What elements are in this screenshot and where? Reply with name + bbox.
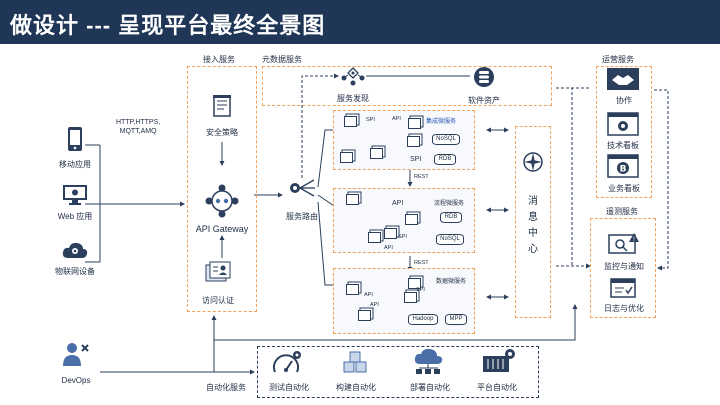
telemetry-section-title: 遥测服务 — [606, 207, 638, 216]
svg-text:B: B — [620, 165, 627, 175]
integration-rdb-db: RDB — [434, 154, 456, 165]
data-service-title: 数据微服务 — [436, 279, 467, 285]
rest-label-bottom: REST — [414, 260, 429, 266]
logs-icon — [610, 278, 636, 298]
data-spi-label: SPI — [416, 287, 425, 293]
build-automation-label: 构建自动化 — [336, 383, 376, 392]
test-automation-icon — [272, 350, 302, 376]
integration-spi-label: SPI — [366, 117, 375, 123]
business-board-icon: B — [607, 154, 639, 178]
platform-automation-label: 平台自动化 — [477, 383, 517, 392]
integration-component-cube — [370, 148, 383, 159]
mobile-phone-icon — [67, 126, 83, 152]
web-app-label: Web 应用 — [57, 212, 93, 221]
message-center-char: 心 — [528, 244, 538, 255]
service-routing-label: 服务路由 — [286, 212, 318, 221]
operations-services-box — [596, 66, 652, 198]
process-component-cube — [405, 214, 418, 225]
integration-component-cube — [408, 118, 421, 129]
data-api-label-2: API — [370, 302, 379, 308]
mobile-app-label: 移动应用 — [59, 160, 91, 169]
deploy-automation-icon — [414, 348, 446, 376]
deploy-automation-label: 部署自动化 — [410, 383, 450, 392]
integration-nosql-db: NoSQL — [432, 134, 460, 145]
metadata-section-title: 元数据服务 — [262, 55, 302, 64]
integration-component-cube — [344, 116, 357, 127]
api-gateway-label: API Gateway — [195, 224, 249, 234]
platform-automation-icon — [482, 348, 516, 374]
devops-label: DevOps — [61, 376, 91, 385]
process-api-label: API — [392, 200, 404, 207]
security-policy-label: 安全策略 — [206, 128, 238, 137]
automation-section-title: 自动化服务 — [206, 383, 246, 392]
iot-device-label: 物联网设备 — [55, 267, 95, 276]
iot-cloud-icon — [62, 240, 88, 260]
data-component-cube — [358, 310, 371, 321]
telemetry-services-box — [590, 218, 656, 318]
message-center-icon — [521, 150, 545, 174]
service-discovery-icon — [340, 66, 366, 86]
web-monitor-icon — [62, 184, 88, 206]
test-automation-label: 测试自动化 — [269, 383, 309, 392]
process-rdb-db: RDB — [440, 212, 462, 223]
metadata-services-box — [262, 66, 552, 106]
data-component-cube — [404, 292, 417, 303]
message-center-char: 消 — [528, 196, 538, 207]
service-discovery-label: 服务发现 — [337, 94, 369, 103]
message-center-char: 息 — [528, 212, 538, 223]
software-assets-label: 软件资产 — [468, 96, 500, 105]
access-section-title: 接入服务 — [203, 55, 235, 64]
operations-section-title: 运营服务 — [602, 55, 634, 64]
process-nosql-db: NoSQL — [436, 234, 464, 245]
data-hadoop-db: Hadoop — [408, 314, 438, 325]
svg-text:!: ! — [633, 236, 635, 243]
collaboration-label: 协作 — [616, 96, 632, 105]
rest-label-top: REST — [414, 174, 429, 180]
api-gateway-icon — [205, 184, 239, 218]
collaboration-icon — [607, 68, 639, 90]
access-auth-icon — [204, 261, 232, 285]
integration-component-cube — [407, 136, 420, 147]
tech-board-label: 技术看板 — [607, 141, 639, 150]
monitoring-label: 监控与通知 — [604, 262, 644, 271]
process-service-title: 流程微服务 — [434, 201, 465, 207]
data-mpp-db: MPP — [445, 314, 467, 325]
automation-services-box — [257, 346, 539, 398]
build-automation-icon — [342, 350, 372, 376]
logs-label: 日志与优化 — [604, 304, 644, 313]
monitoring-icon: ! — [608, 232, 640, 256]
service-routing-icon — [287, 176, 317, 200]
process-component-cube — [346, 194, 359, 205]
protocol-label: HTTP,HTTPS, MQTT,AMQ — [116, 119, 161, 135]
process-component-cube — [384, 228, 397, 239]
software-assets-icon — [473, 66, 495, 88]
process-api-label-2: API — [384, 245, 393, 251]
security-policy-icon — [211, 94, 233, 118]
message-center-char: 中 — [528, 228, 538, 239]
business-board-label: 业务看板 — [608, 184, 640, 193]
tech-board-icon — [607, 112, 639, 136]
data-component-cube — [408, 278, 421, 289]
integration-component-cube — [340, 152, 353, 163]
data-api-label: API — [364, 292, 373, 298]
header-bar: 做设计 --- 呈现平台最终全景图 — [0, 0, 720, 44]
access-auth-label: 访问认证 — [202, 296, 234, 305]
access-services-box — [187, 66, 257, 312]
integration-spi-label-2: SPI — [410, 156, 422, 163]
devops-user-icon — [62, 341, 90, 367]
process-spi-label: SPI — [398, 234, 407, 240]
integration-service-title: 集成微服务 — [426, 119, 457, 125]
page-title: 做设计 --- 呈现平台最终全景图 — [10, 13, 326, 38]
integration-api-label: API — [392, 116, 401, 122]
data-component-cube — [346, 284, 359, 295]
process-component-cube — [368, 232, 381, 243]
